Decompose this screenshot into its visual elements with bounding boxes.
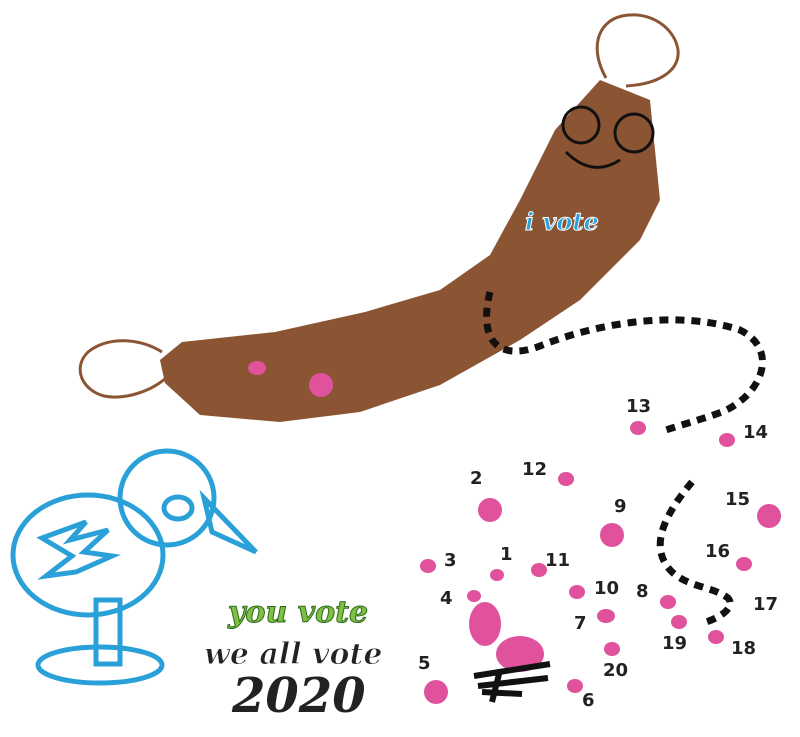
dot-3 xyxy=(420,559,436,573)
smile-icon xyxy=(564,150,621,169)
top-string-loop xyxy=(595,13,680,88)
dot-label-13: 13 xyxy=(626,396,651,417)
dot-label-1: 1 xyxy=(500,544,513,565)
dot-2 xyxy=(478,498,502,522)
dot-4 xyxy=(467,590,481,602)
dot-label-16: 16 xyxy=(705,541,730,562)
bird-eye xyxy=(161,494,195,522)
scribble-mark xyxy=(473,661,551,703)
dashed-tail-line xyxy=(483,291,766,436)
dot-label-5: 5 xyxy=(418,653,431,674)
dot-16 xyxy=(736,557,752,571)
left-eye-icon xyxy=(561,105,601,145)
dot-7 xyxy=(597,609,615,623)
slogan-year: 2020 xyxy=(231,668,366,724)
dot-13 xyxy=(630,421,646,435)
bird-base xyxy=(35,644,165,686)
sausage-spot xyxy=(248,361,266,375)
dot-20 xyxy=(604,642,620,656)
dot-label-3: 3 xyxy=(444,550,457,571)
bird-wing xyxy=(36,519,121,580)
large-blob xyxy=(496,636,544,672)
dot-19 xyxy=(671,615,687,629)
bird-post xyxy=(93,597,123,667)
bird-stand-icon xyxy=(10,448,258,686)
dot-label-11: 11 xyxy=(545,550,570,571)
dot-15 xyxy=(757,504,781,528)
dot-12 xyxy=(558,472,574,486)
dot-5 xyxy=(424,680,448,704)
slogan-line-2: we all vote xyxy=(204,637,382,672)
bird-beak xyxy=(199,489,258,555)
dot-label-8: 8 xyxy=(636,581,649,602)
dot-8 xyxy=(660,595,676,609)
dot-label-7: 7 xyxy=(574,613,587,634)
dot-label-6: 6 xyxy=(582,690,595,711)
dot-label-20: 20 xyxy=(603,660,628,681)
dot-10 xyxy=(569,585,585,599)
dot-1 xyxy=(490,569,504,581)
large-blob xyxy=(469,602,501,646)
dot-11 xyxy=(531,563,547,577)
dot-label-9: 9 xyxy=(614,496,627,517)
slogan-line-1: you vote xyxy=(227,595,368,630)
dot-label-15: 15 xyxy=(725,489,750,510)
dot-6 xyxy=(567,679,583,693)
sausage-label: i vote xyxy=(525,207,599,236)
dot-14 xyxy=(719,433,735,447)
bird-head xyxy=(117,448,217,548)
sausage-body xyxy=(160,80,660,422)
left-string-loop xyxy=(78,339,167,399)
dot-label-17: 17 xyxy=(753,594,778,615)
slogan: you vote we all vote 2020 xyxy=(204,595,383,725)
dot-label-18: 18 xyxy=(731,638,756,659)
dot-label-4: 4 xyxy=(440,588,453,609)
dot-label-2: 2 xyxy=(470,468,483,489)
right-eye-icon xyxy=(613,112,655,154)
bird-body xyxy=(10,492,166,618)
dot-9 xyxy=(600,523,624,547)
dot-label-19: 19 xyxy=(662,633,687,654)
sausage-spot xyxy=(309,373,333,397)
dot-label-14: 14 xyxy=(743,422,768,443)
dot-label-10: 10 xyxy=(594,578,619,599)
sausage-character-icon: i vote xyxy=(78,13,680,422)
dashed-tail-line-lower xyxy=(656,479,734,626)
dot-label-12: 12 xyxy=(522,459,547,480)
dot-18 xyxy=(708,630,724,644)
